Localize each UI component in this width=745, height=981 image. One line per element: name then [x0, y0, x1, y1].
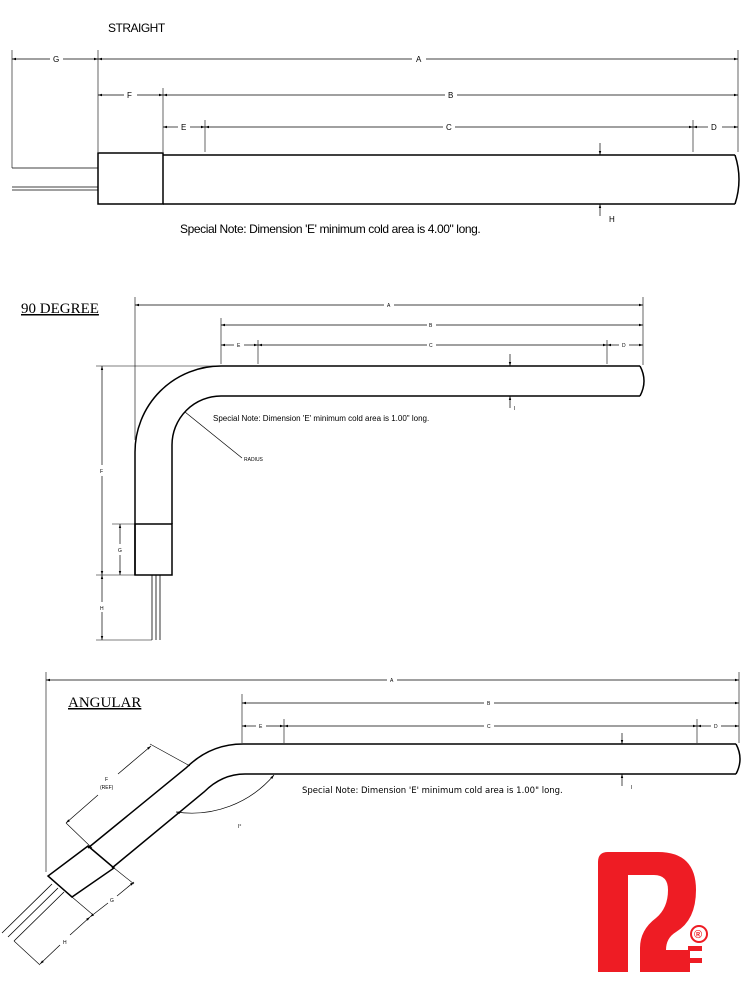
- angular-label-i: I: [631, 785, 632, 791]
- ninety-radius-label: RADIUS: [244, 457, 264, 463]
- ninety-label-e: E: [237, 343, 241, 349]
- angular-ext-f-bottom: [65, 822, 93, 849]
- logo-plug-prong-top: [688, 946, 702, 951]
- angular-dim-f-line-top: [117, 745, 152, 775]
- logo-plug-prong-bottom: [688, 958, 702, 963]
- ninety-degree-section: 90 DEGREE A B E C D: [21, 297, 645, 641]
- angular-tube-outer: [87, 743, 736, 849]
- angular-dim-f-line-bottom: [65, 794, 99, 824]
- straight-label-a: A: [416, 55, 422, 64]
- angular-dim-g-line-left: [89, 902, 109, 918]
- angular-lead-wire-3: [13, 891, 65, 942]
- ninety-label-g: G: [118, 548, 122, 554]
- straight-label-b: B: [448, 91, 453, 100]
- straight-label-d: D: [711, 123, 717, 132]
- ninety-label-a: A: [387, 303, 391, 309]
- angular-label-g: G: [110, 898, 114, 904]
- angular-label-c: C: [487, 724, 491, 730]
- straight-label-e: E: [181, 123, 186, 132]
- angular-title: ANGULAR: [68, 695, 141, 711]
- straight-label-g: G: [53, 55, 59, 64]
- angular-ext-f-top: [149, 743, 191, 767]
- angular-ext-g-right: [113, 867, 135, 885]
- angular-angle-arc: [175, 774, 275, 814]
- angular-dim-g-line-right: [116, 881, 135, 897]
- angular-label-d: D: [714, 724, 718, 730]
- ninety-title: 90 DEGREE: [21, 301, 99, 317]
- angular-special-note: Special Note: Dimension 'E' minimum cold…: [302, 786, 563, 796]
- ninety-label-h: H: [100, 606, 104, 612]
- straight-sheath-end-cap: [734, 154, 740, 205]
- ninety-label-d: D: [622, 343, 626, 349]
- straight-special-note: Special Note: Dimension 'E' minimum cold…: [180, 222, 480, 236]
- ninety-special-note: Special Note: Dimension 'E' minimum cold…: [213, 414, 429, 423]
- ninety-radius-leader: [184, 411, 243, 459]
- angular-dim-h-line-top: [69, 916, 91, 936]
- ninety-tube-end-cap: [639, 365, 645, 397]
- angular-lead-wire-2: [7, 887, 59, 938]
- angular-label-f-ref: (REF): [100, 785, 114, 791]
- ninety-label-i: I: [514, 406, 515, 412]
- straight-label-c: C: [446, 123, 452, 132]
- angular-lead-wire-1: [1, 883, 53, 934]
- angular-section: ANGULAR A B E C D: [1, 672, 741, 966]
- angular-ext-g-left: [71, 896, 93, 915]
- ninety-label-c: C: [429, 343, 433, 349]
- straight-label-h: H: [609, 215, 615, 224]
- angular-angle-label: I°: [238, 824, 241, 830]
- angular-terminal-housing: [46, 845, 116, 898]
- straight-label-f: F: [127, 91, 132, 100]
- ninety-tube-outer: [134, 365, 640, 575]
- ninety-label-f: F: [100, 469, 103, 475]
- ninety-terminal-housing: [134, 523, 173, 576]
- angular-label-b: B: [487, 701, 491, 707]
- company-logo: ®: [598, 852, 708, 972]
- angular-label-e: E: [259, 724, 263, 730]
- angular-label-a: A: [390, 678, 394, 684]
- straight-section: STRAIGHT G A F B E C D: [11, 21, 740, 236]
- angular-label-f: F: [105, 777, 108, 783]
- angular-label-h: H: [63, 940, 67, 946]
- angular-ext-h-bottom: [13, 940, 41, 966]
- logo-mark: [598, 852, 696, 972]
- angular-dim-h-line-bottom: [39, 944, 61, 965]
- logo-registered-symbol: ®: [694, 929, 702, 941]
- straight-terminal-housing: [97, 152, 164, 205]
- straight-title: STRAIGHT: [108, 21, 166, 35]
- angular-tube-end-cap: [735, 743, 741, 775]
- ninety-tube-inner: [171, 395, 640, 524]
- logo-registered-circle: [690, 925, 708, 943]
- ninety-label-b: B: [429, 323, 433, 329]
